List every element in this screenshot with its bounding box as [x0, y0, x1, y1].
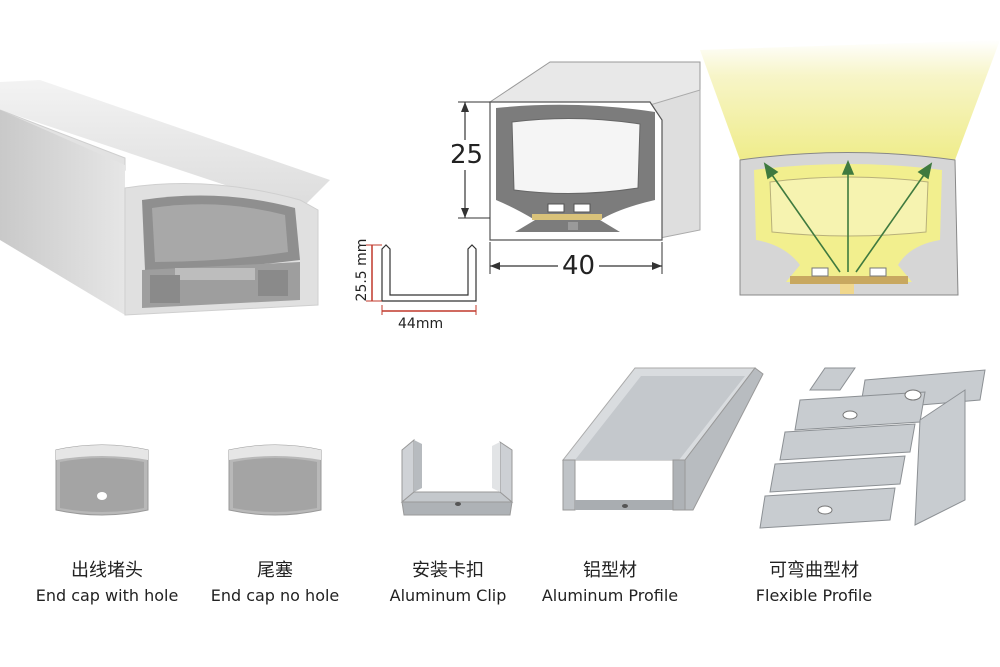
- light-emission-diagram: [700, 40, 1000, 296]
- accessory-label-zh: 可弯曲型材: [769, 560, 859, 581]
- accessory-label-en: Aluminum Clip: [389, 586, 507, 605]
- profile-section-drawing: [458, 61, 701, 274]
- accessory-label-en: End cap no hole: [210, 586, 340, 605]
- clip-width-label: 44mm: [398, 316, 444, 332]
- flexible-profile-image: [759, 367, 986, 529]
- accessory-label-zh: 铝型材: [583, 560, 637, 581]
- accessory-label-en: Flexible Profile: [755, 586, 873, 605]
- profile-height-label: 25: [448, 140, 486, 170]
- accessory-label-zh: 尾塞: [257, 560, 293, 581]
- aluminum-clip-image: [400, 438, 514, 516]
- accessory-label-en: Aluminum Profile: [541, 586, 679, 605]
- profile-width-label: 40: [558, 251, 600, 281]
- aluminum-profile-image: [561, 367, 764, 511]
- accessory-label-zh: 出线堵头: [71, 560, 143, 581]
- end-cap-no-hole-image: [228, 444, 322, 516]
- clip-dimension-drawing: [366, 244, 477, 315]
- accessory-label-en: End cap with hole: [35, 586, 179, 605]
- end-cap-with-hole-image: [55, 444, 149, 516]
- profile-3d-render: [0, 80, 330, 316]
- clip-height-label: 25.5 mm: [354, 238, 370, 302]
- accessory-label-zh: 安装卡扣: [412, 560, 484, 581]
